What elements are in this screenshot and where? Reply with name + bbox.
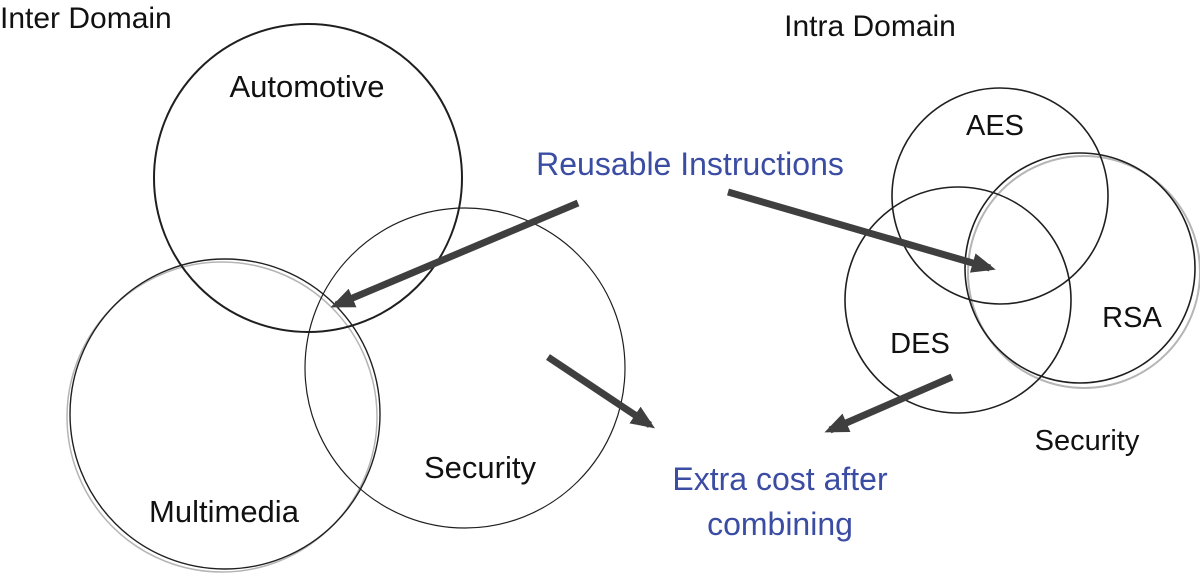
rsa-circle bbox=[964, 152, 1196, 384]
aes-label: AES bbox=[966, 110, 1024, 142]
arrow-reusable-to-intra-intersection bbox=[727, 188, 996, 273]
rsa-circle-shadow bbox=[967, 155, 1200, 389]
rsa-label: RSA bbox=[1102, 302, 1162, 334]
security-inter-label: Security bbox=[424, 450, 536, 485]
security-intra-label: Security bbox=[1035, 425, 1140, 457]
intra-domain-title: Intra Domain bbox=[784, 10, 956, 43]
extra-cost-annotation-line2: combining bbox=[707, 506, 853, 542]
extra-cost-annotation-line1: Extra cost after bbox=[672, 461, 888, 497]
automotive-circle bbox=[153, 23, 463, 333]
security-inter-circle bbox=[304, 207, 626, 529]
inter-domain-title: Inter Domain bbox=[0, 2, 172, 35]
multimedia-circle-shadow bbox=[66, 261, 378, 573]
reusable-instructions-annotation: Reusable Instructions bbox=[536, 146, 844, 182]
arrow-intra-to-extra-cost bbox=[824, 373, 954, 434]
arrow-reusable-to-inter-intersection bbox=[330, 199, 580, 309]
multimedia-label: Multimedia bbox=[149, 494, 300, 529]
multimedia-circle bbox=[69, 258, 381, 570]
des-circle bbox=[844, 186, 1072, 414]
arrow-inter-to-extra-cost bbox=[546, 354, 655, 429]
des-label: DES bbox=[890, 328, 950, 360]
aes-circle bbox=[891, 87, 1109, 305]
automotive-label: Automotive bbox=[229, 69, 384, 104]
